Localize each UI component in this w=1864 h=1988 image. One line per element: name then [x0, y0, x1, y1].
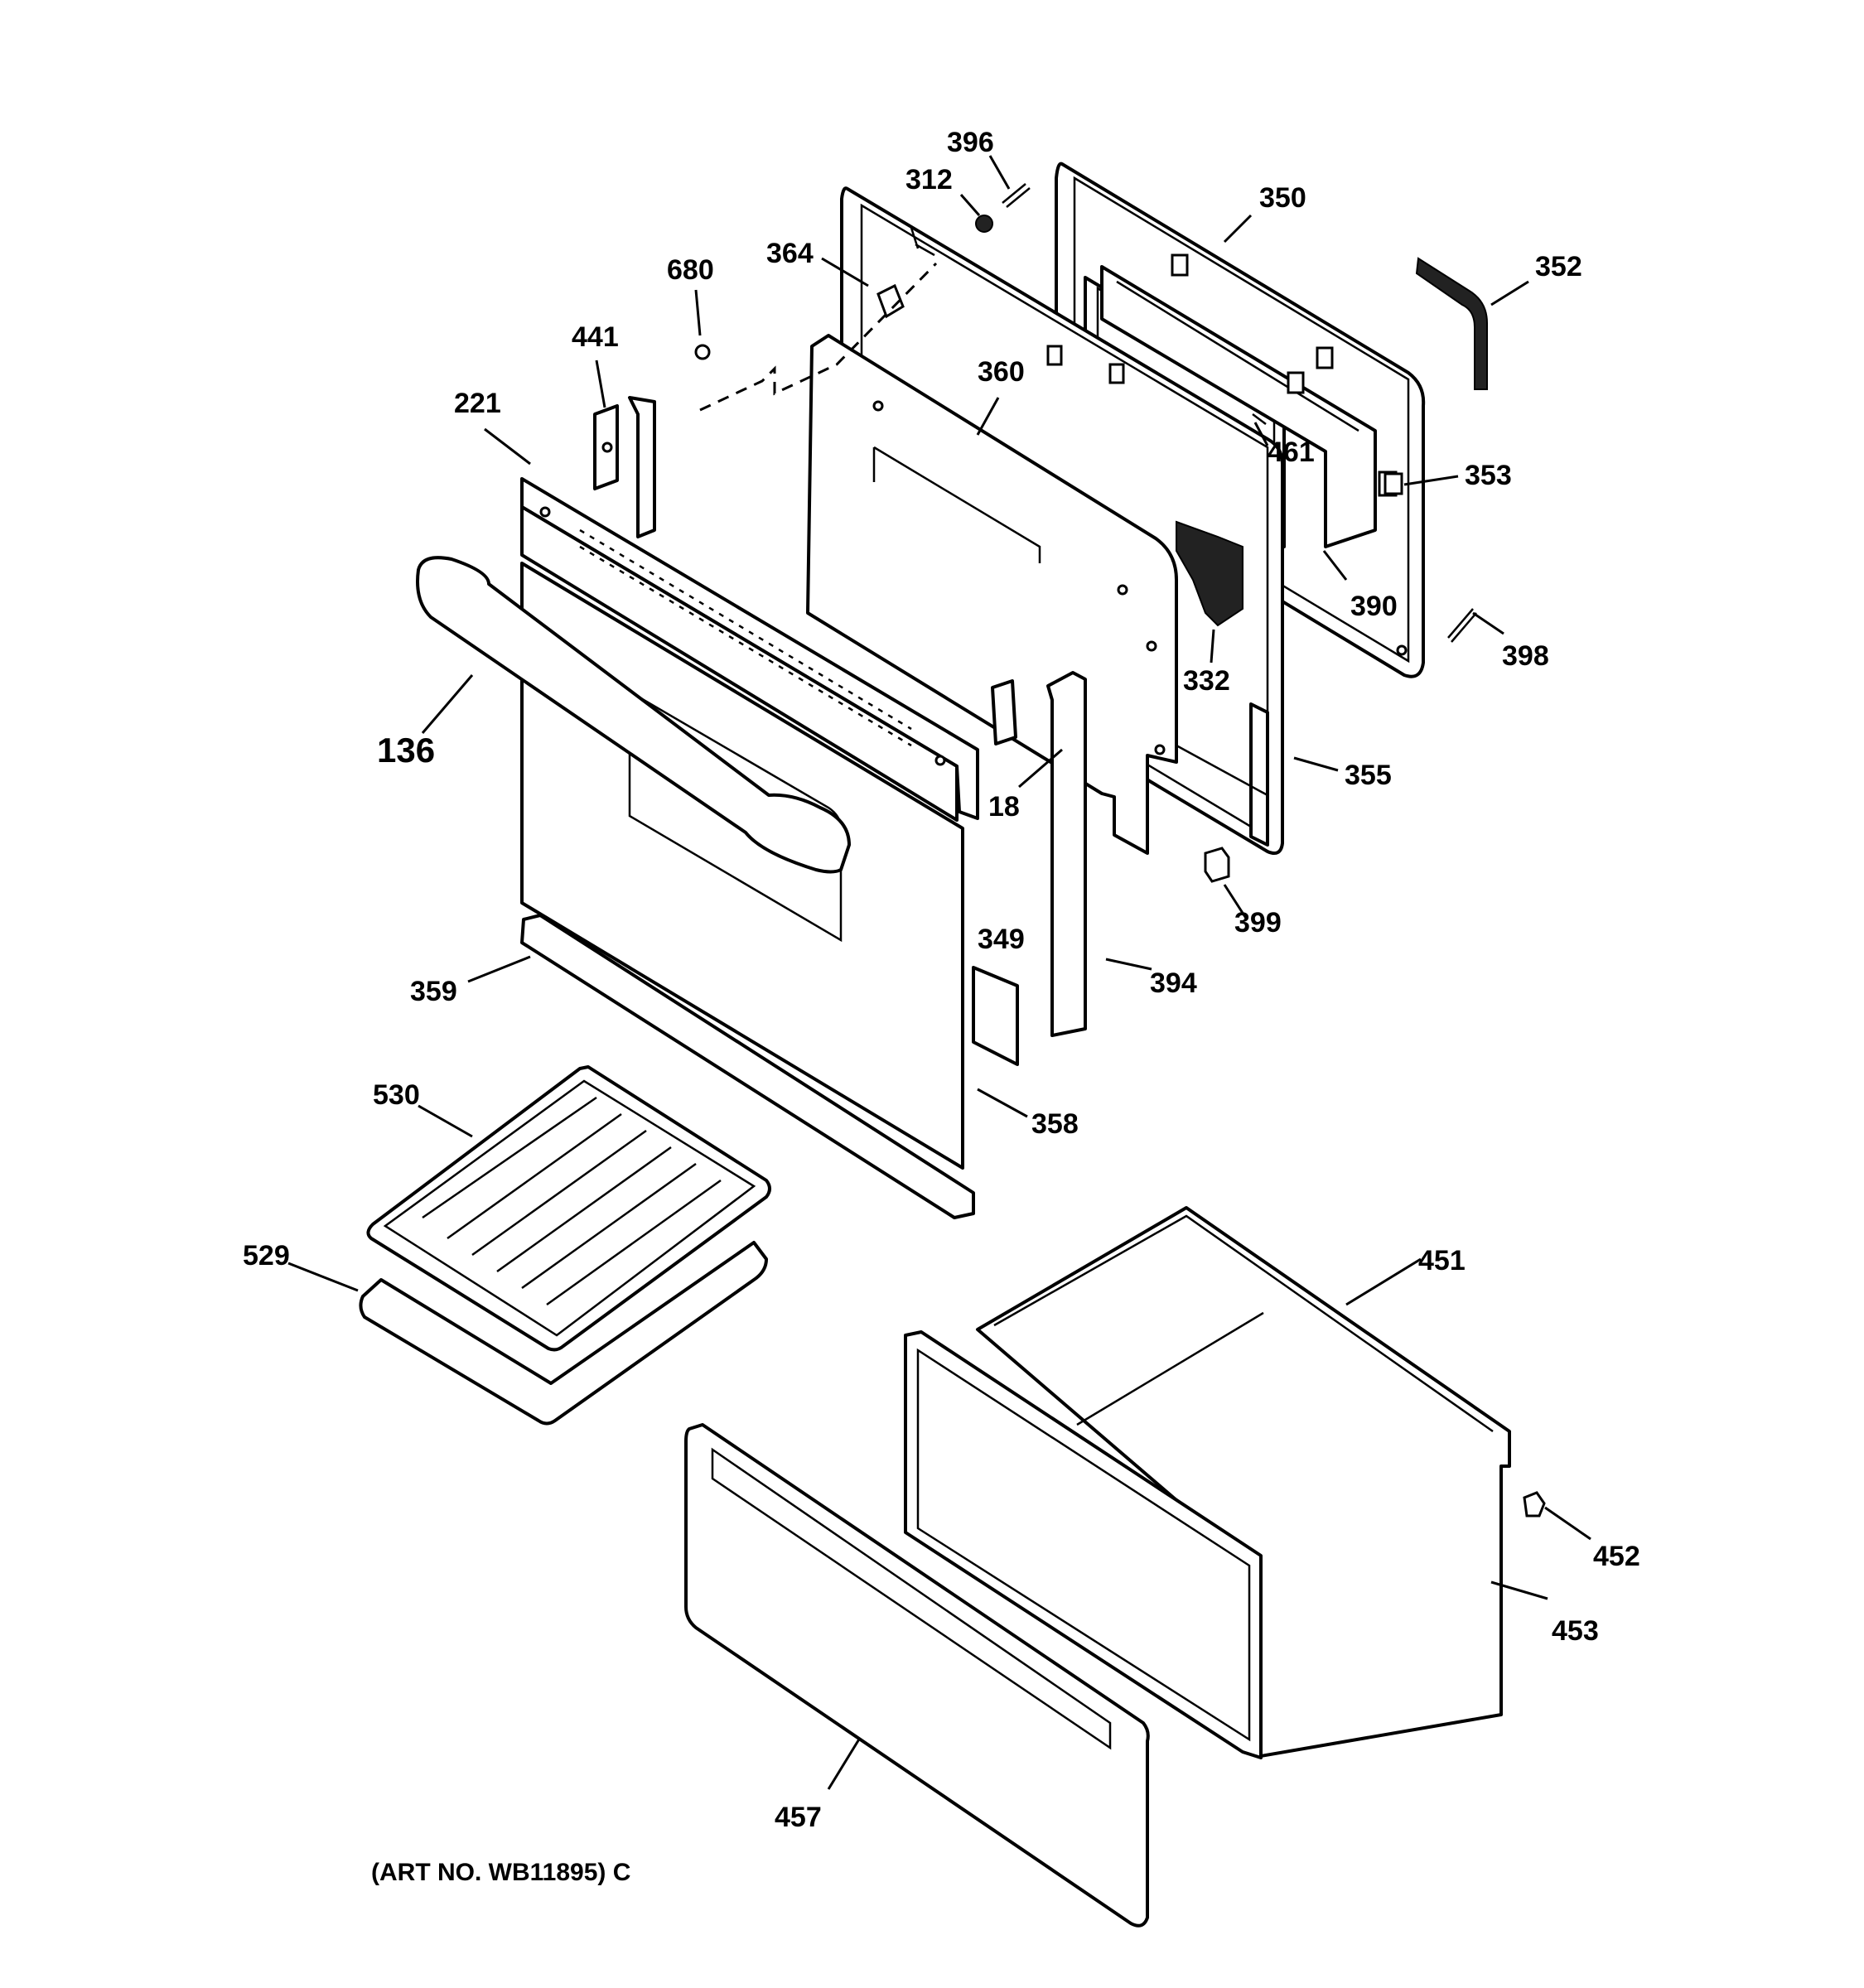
label-394: 394 — [1150, 967, 1197, 999]
part-399-bumper — [1204, 847, 1230, 883]
label-461: 461 — [1268, 437, 1315, 468]
label-18: 18 — [988, 791, 1020, 823]
label-358: 358 — [1031, 1108, 1079, 1140]
part-452-clip — [1523, 1491, 1546, 1518]
label-399: 399 — [1234, 907, 1282, 939]
label-529: 529 — [243, 1240, 290, 1271]
label-396: 396 — [947, 127, 994, 158]
part-529-broiler-pan — [359, 1241, 768, 1426]
part-drawer-inner-front — [904, 1330, 1263, 1759]
screw-461 — [1252, 413, 1267, 425]
label-332: 332 — [1183, 665, 1230, 697]
label-364: 364 — [766, 238, 814, 269]
label-453: 453 — [1552, 1615, 1599, 1647]
part-136-handle — [416, 556, 851, 874]
label-353: 353 — [1465, 460, 1512, 491]
part-353-hinge-clip — [1384, 472, 1403, 495]
part-332-insulation — [1176, 520, 1243, 627]
label-349: 349 — [978, 924, 1025, 955]
label-136: 136 — [377, 731, 435, 770]
label-457: 457 — [775, 1802, 822, 1833]
art-number: (ART NO. WB11895) C — [371, 1859, 630, 1886]
label-441: 441 — [572, 321, 619, 353]
label-451: 451 — [1418, 1245, 1466, 1276]
label-390: 390 — [1350, 591, 1398, 622]
label-398: 398 — [1502, 640, 1549, 672]
label-360: 360 — [978, 356, 1025, 388]
part-labels: 396 312 350 352 364 680 441 360 221 461 … — [243, 127, 1640, 1833]
part-349-label — [972, 966, 1019, 1066]
part-394-side-trim — [1046, 671, 1087, 1037]
leader-lines — [287, 155, 1591, 1790]
part-359-bottom-trim — [520, 914, 975, 1219]
part-364-hinge-bracket — [876, 283, 905, 319]
screw-396 — [1002, 183, 1031, 208]
part-457-drawer-front — [684, 1423, 1150, 1928]
label-355: 355 — [1345, 760, 1392, 791]
washer-312 — [975, 215, 993, 233]
part-530-broiler-grid — [366, 1065, 771, 1352]
label-359: 359 — [410, 976, 457, 1007]
label-312: 312 — [905, 164, 953, 195]
part-221-vent-panel — [520, 477, 979, 822]
part-441-hinge — [593, 396, 656, 538]
screw-398 — [1447, 608, 1477, 643]
label-680: 680 — [667, 254, 714, 286]
screw-680 — [694, 344, 711, 360]
label-350: 350 — [1259, 182, 1306, 214]
label-452: 452 — [1593, 1541, 1640, 1572]
hidden-line — [699, 262, 938, 412]
label-221: 221 — [454, 388, 501, 419]
label-352: 352 — [1535, 251, 1582, 282]
part-352-gasket — [1415, 257, 1488, 390]
part-18-hinge-bracket — [991, 679, 1017, 746]
label-530: 530 — [373, 1079, 420, 1111]
